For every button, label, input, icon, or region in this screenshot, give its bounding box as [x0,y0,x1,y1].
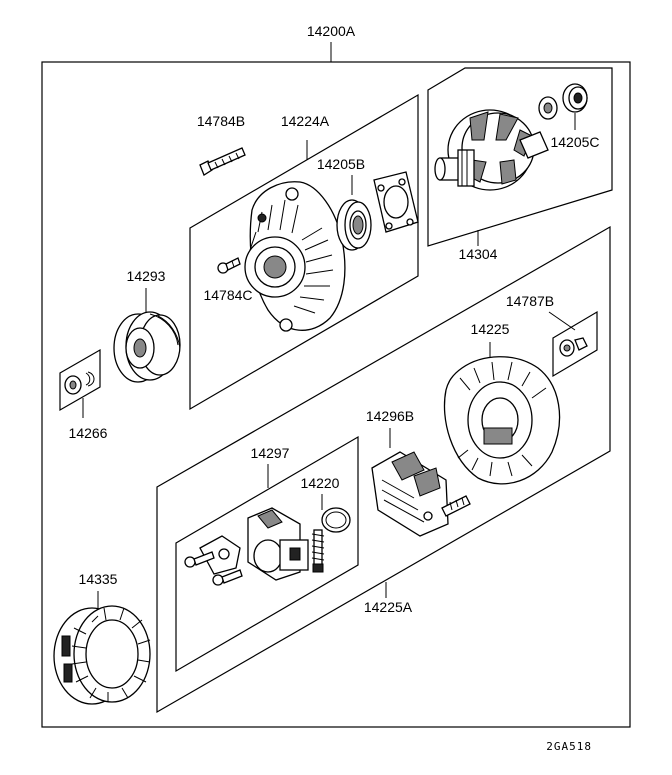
bearing-14205B [336,199,372,251]
rotor-group-frame [427,67,613,247]
screw-14784C [217,257,241,274]
label-14200A: 14200A [307,23,356,39]
bolt-14784B [199,147,246,176]
regulator-screws [184,551,243,586]
retainer-plate [373,171,419,233]
label-14784C: 14784C [203,287,252,303]
housing-14224A [244,181,346,332]
nut-14787B-frame [552,310,598,378]
bearing-14205C [562,83,588,113]
leader-14787B [548,311,576,331]
label-14220: 14220 [301,475,340,491]
rotor-14304 [434,109,549,191]
label-14205C: 14205C [550,134,599,150]
label-14335: 14335 [79,571,118,587]
rectifier-14296B [371,451,471,537]
front-group-frame [156,225,611,714]
nut-14266 [64,371,95,395]
nut-14787B [559,337,588,357]
assembly-frame [41,61,631,728]
label-14225: 14225 [471,321,510,337]
rotor-bearing-small [538,96,558,120]
label-14787B: 14787B [506,293,554,309]
label-14296B: 14296B [366,408,414,424]
label-14205B: 14205B [317,156,365,172]
regulator-14297 [199,507,309,581]
label-14224A: 14224A [281,113,330,129]
label-14225A: 14225A [364,599,413,615]
regulator-group-frame [175,435,359,673]
label-14784B: 14784B [197,113,245,129]
brush-spring-14220 [311,507,351,573]
diagram-code: 2GA518 [546,740,592,753]
label-14297: 14297 [251,445,290,461]
stator-14335 [53,605,151,705]
nut-group-frame [59,348,101,412]
housing-group-frame [189,93,419,411]
housing-14225 [443,356,561,485]
label-14293: 14293 [127,268,166,284]
pulley-14293 [113,311,181,383]
label-14266: 14266 [69,425,108,441]
label-14304: 14304 [459,246,498,262]
